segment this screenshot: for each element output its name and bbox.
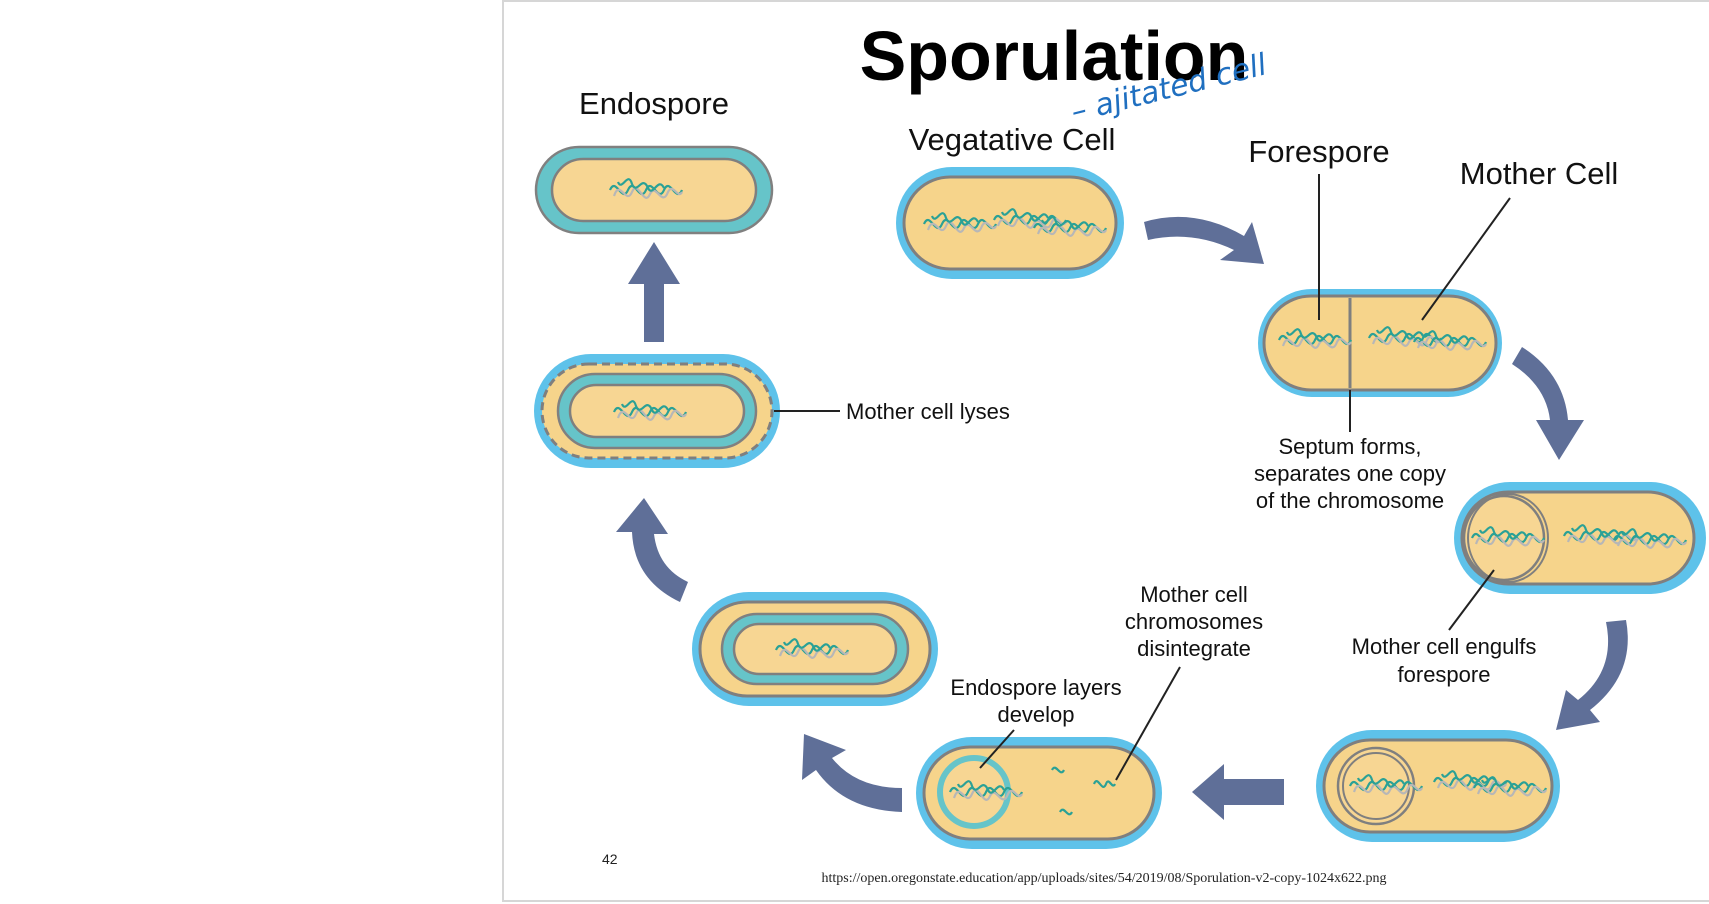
label-disintegrate-3: disintegrate [1137, 636, 1251, 661]
endospore [534, 145, 774, 235]
label-vegetative-cell: Vegatative Cell [909, 122, 1116, 157]
label-septum-2: separates one copy [1254, 461, 1446, 486]
label-septum-3: of the chromosome [1256, 488, 1444, 513]
arrow-4 [1192, 764, 1284, 820]
vegetative-cell [896, 167, 1124, 279]
slide-title: Sporulation [860, 17, 1249, 95]
source-url: https://open.oregonstate.education/app/u… [822, 871, 1387, 886]
arrow-1 [1144, 216, 1264, 264]
label-septum-1: Septum forms, [1278, 434, 1421, 459]
arrow-3 [1556, 620, 1628, 730]
lysing-cell [534, 354, 780, 468]
sporulation-diagram: Sporulation – ajitated cell Vegatative C… [534, 17, 1706, 886]
label-forespore: Forespore [1248, 134, 1389, 169]
arrow-6 [616, 498, 688, 602]
spore-coat-cell [692, 592, 938, 706]
engulfing-cell [1454, 482, 1706, 594]
internal-forespore-cell [1316, 730, 1560, 842]
label-lyses: Mother cell lyses [846, 399, 1010, 424]
cycle-arrows [616, 216, 1628, 820]
label-disintegrate-1: Mother cell [1140, 582, 1248, 607]
arrow-5 [802, 734, 902, 812]
label-layers-2: develop [997, 702, 1074, 727]
label-engulf-1: Mother cell engulfs [1352, 634, 1537, 659]
label-engulf-2: forespore [1398, 662, 1491, 687]
label-disintegrate-2: chromosomes [1125, 609, 1263, 634]
label-endospore: Endospore [579, 86, 729, 121]
septum-cell [1258, 289, 1502, 397]
slide: Sporulation – ajitated cell Vegatative C… [502, 0, 1709, 902]
page-number: 42 [602, 851, 618, 867]
label-mother-cell: Mother Cell [1460, 156, 1619, 191]
layers-develop-cell [916, 737, 1162, 849]
arrow-2 [1512, 347, 1584, 460]
label-layers-1: Endospore layers [950, 675, 1121, 700]
arrow-7 [628, 242, 680, 342]
